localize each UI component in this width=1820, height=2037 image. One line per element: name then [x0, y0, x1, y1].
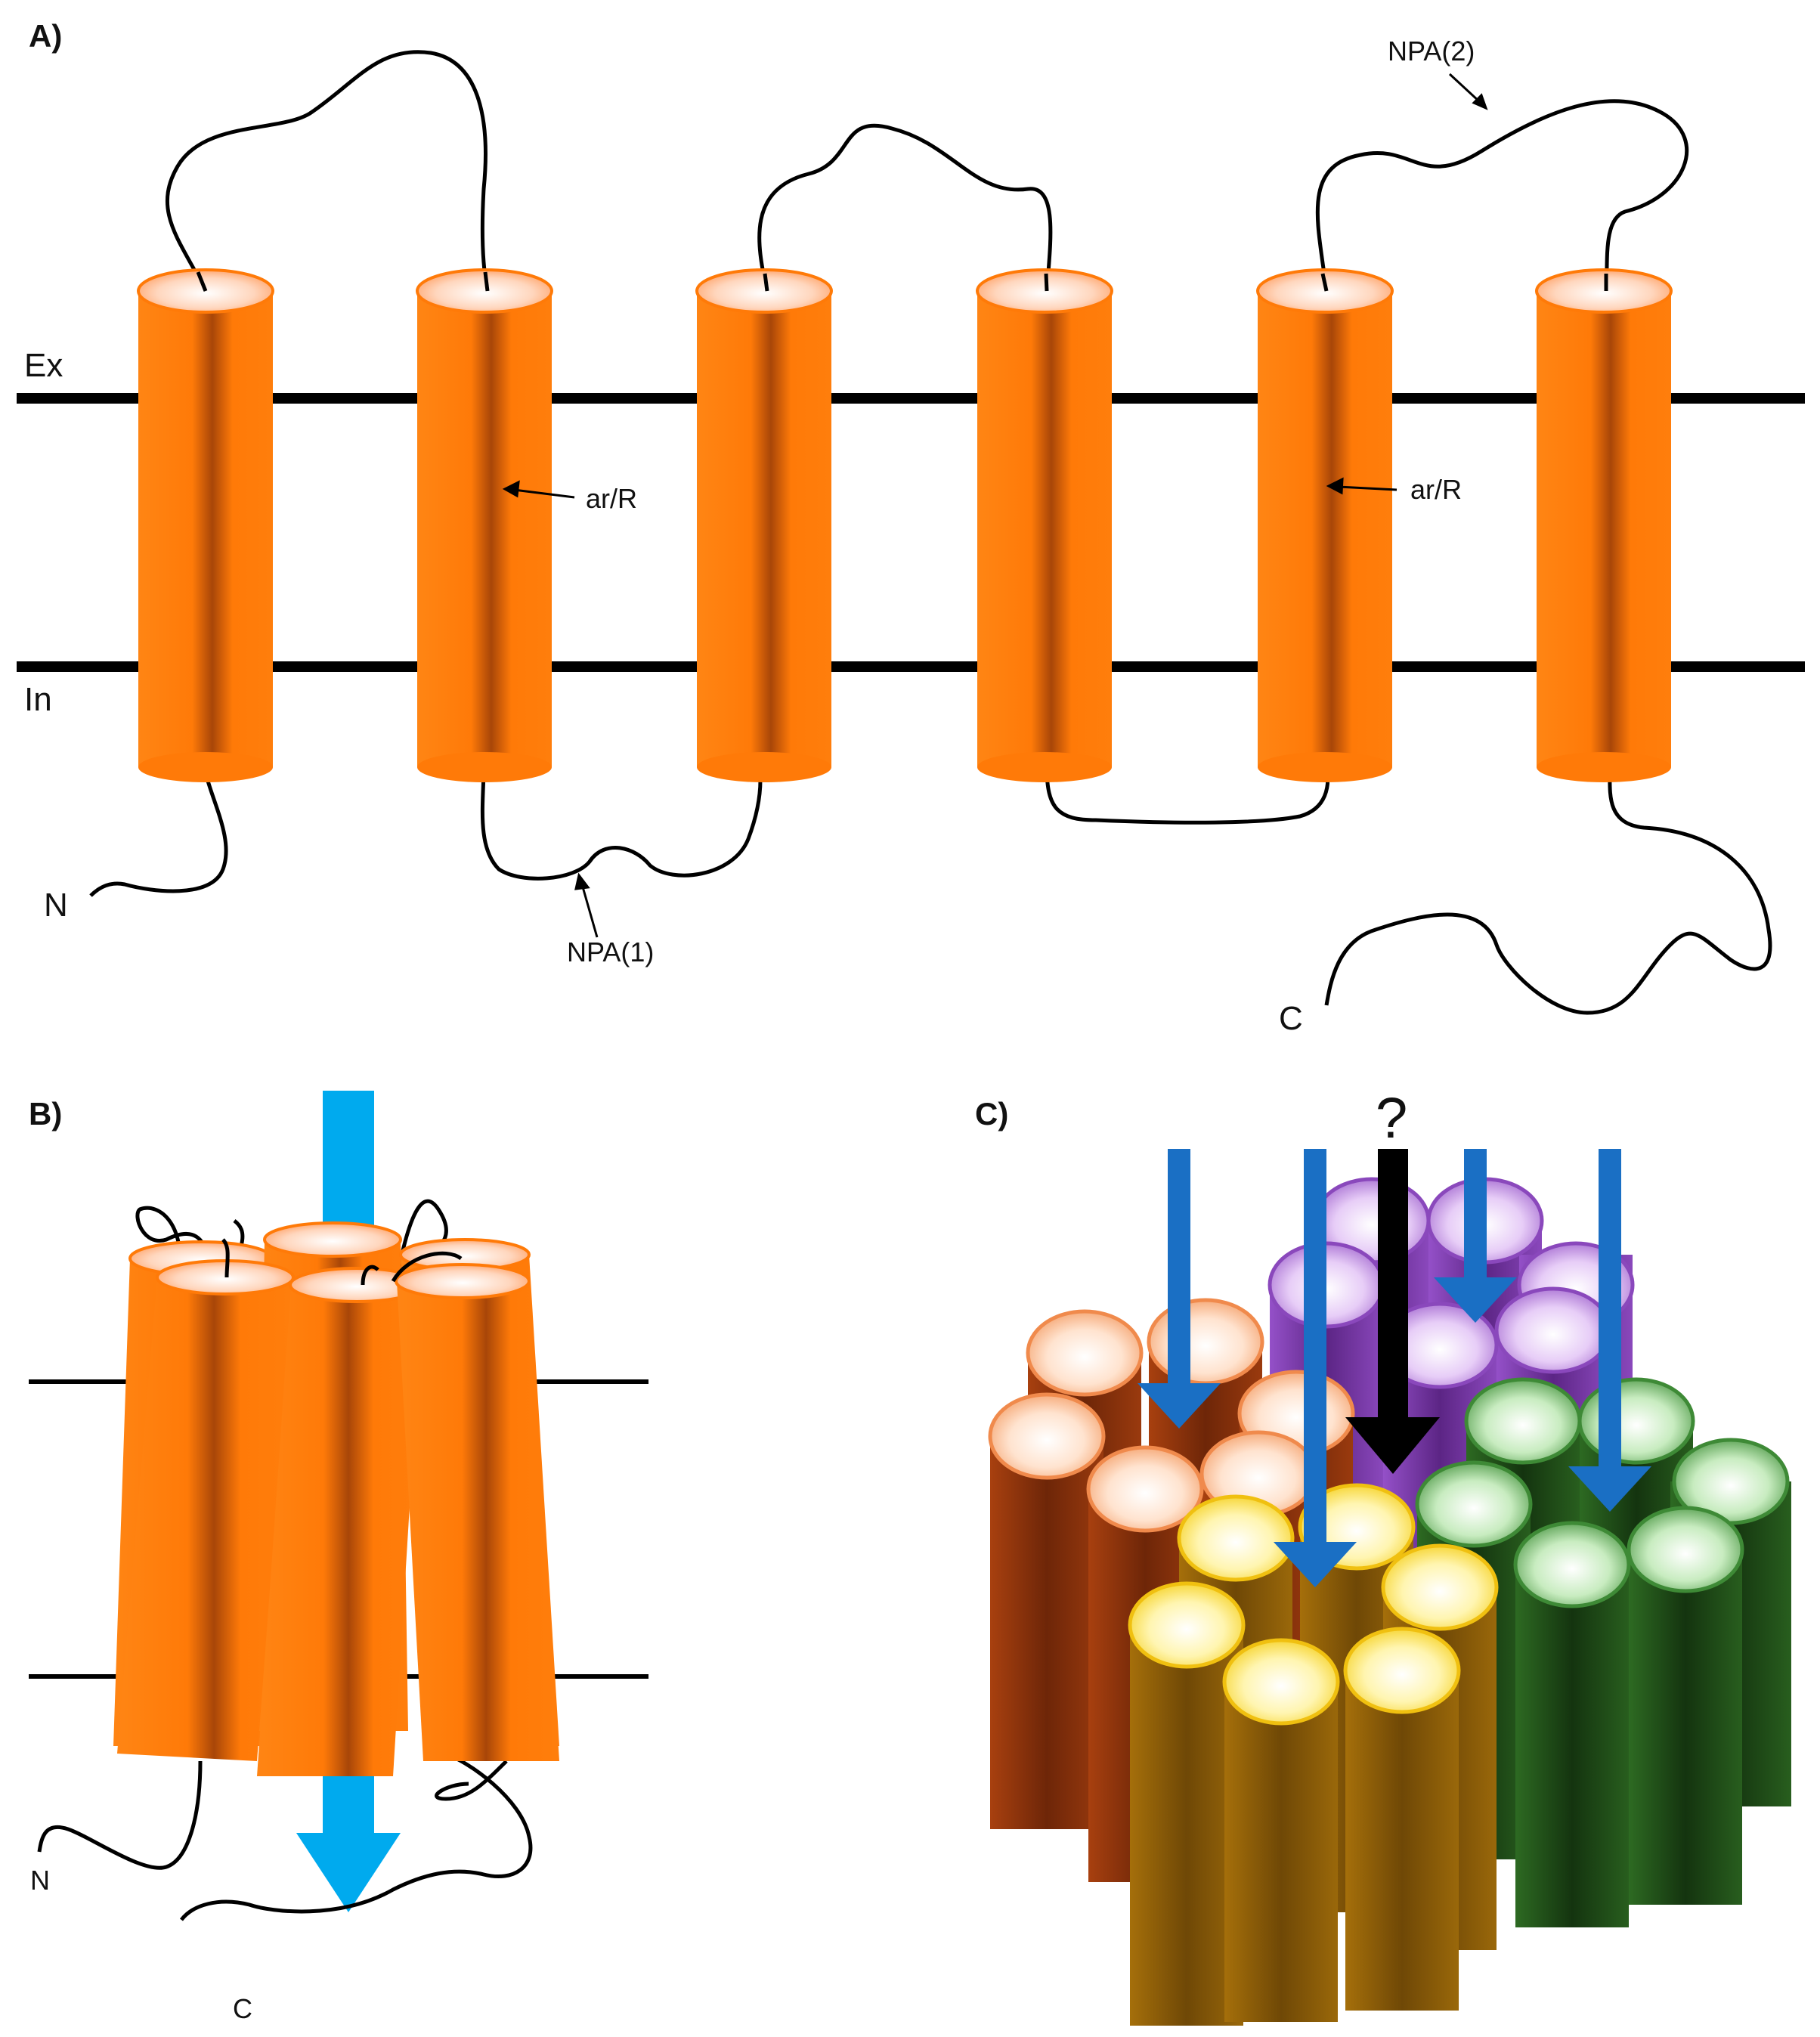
extracellular-loop-3	[1315, 99, 1689, 292]
panel-a-helix-2	[416, 268, 553, 782]
ar-r-label-2: ar/R	[1410, 474, 1462, 505]
panel-a-helix-3	[695, 268, 833, 782]
panel-a-helix-5	[1256, 268, 1394, 782]
npa1-label: NPA(1)	[567, 936, 654, 967]
panel-b: B)	[29, 1091, 648, 2024]
panel-b-helix-front-3	[395, 1263, 559, 1761]
panel-b-label: B)	[29, 1096, 62, 1131]
c-terminus-tail	[1324, 766, 1772, 1015]
water-arrow-rust	[1138, 1149, 1221, 1429]
extracellular-loop-1	[165, 50, 490, 293]
panel-b-helix-front-2	[257, 1267, 425, 1776]
n-terminus-label: N	[44, 887, 68, 924]
water-arrow-purple	[1434, 1149, 1517, 1323]
ar-r-label-1: ar/R	[586, 483, 637, 514]
panel-c-water-arrows	[1138, 1149, 1651, 1587]
central-pore-arrow	[1345, 1149, 1440, 1474]
intracellular-loop-2	[1045, 766, 1330, 825]
extracellular-loop-2	[757, 123, 1053, 292]
panel-a-label: A)	[29, 18, 62, 54]
panel-a: A) Ex In	[17, 18, 1805, 1037]
panel-a-helix-6	[1535, 268, 1673, 782]
npa2-label: NPA(2)	[1388, 36, 1475, 67]
panel-a-helix-1	[137, 268, 274, 782]
intracellular-label: In	[24, 681, 52, 718]
c-terminus-label: C	[1279, 1000, 1303, 1037]
water-arrow-green	[1568, 1149, 1651, 1512]
panel-c-label: C)	[975, 1096, 1008, 1131]
panel-a-helix-4	[976, 268, 1113, 782]
panel-a-loops	[89, 50, 1772, 1015]
extracellular-label: Ex	[24, 347, 63, 384]
water-arrow-yellow	[1274, 1149, 1357, 1587]
panel-b-n-label: N	[30, 1865, 50, 1896]
question-mark-label: ?	[1376, 1086, 1407, 1150]
cluster-yellow	[1128, 1483, 1499, 2026]
panel-c: C)	[975, 1086, 1791, 2026]
n-terminus-tail	[89, 766, 228, 897]
panel-b-c-label: C	[233, 1993, 252, 2024]
panel-a-annotation-arrows	[502, 73, 1488, 938]
intracellular-loop-1	[480, 766, 763, 881]
